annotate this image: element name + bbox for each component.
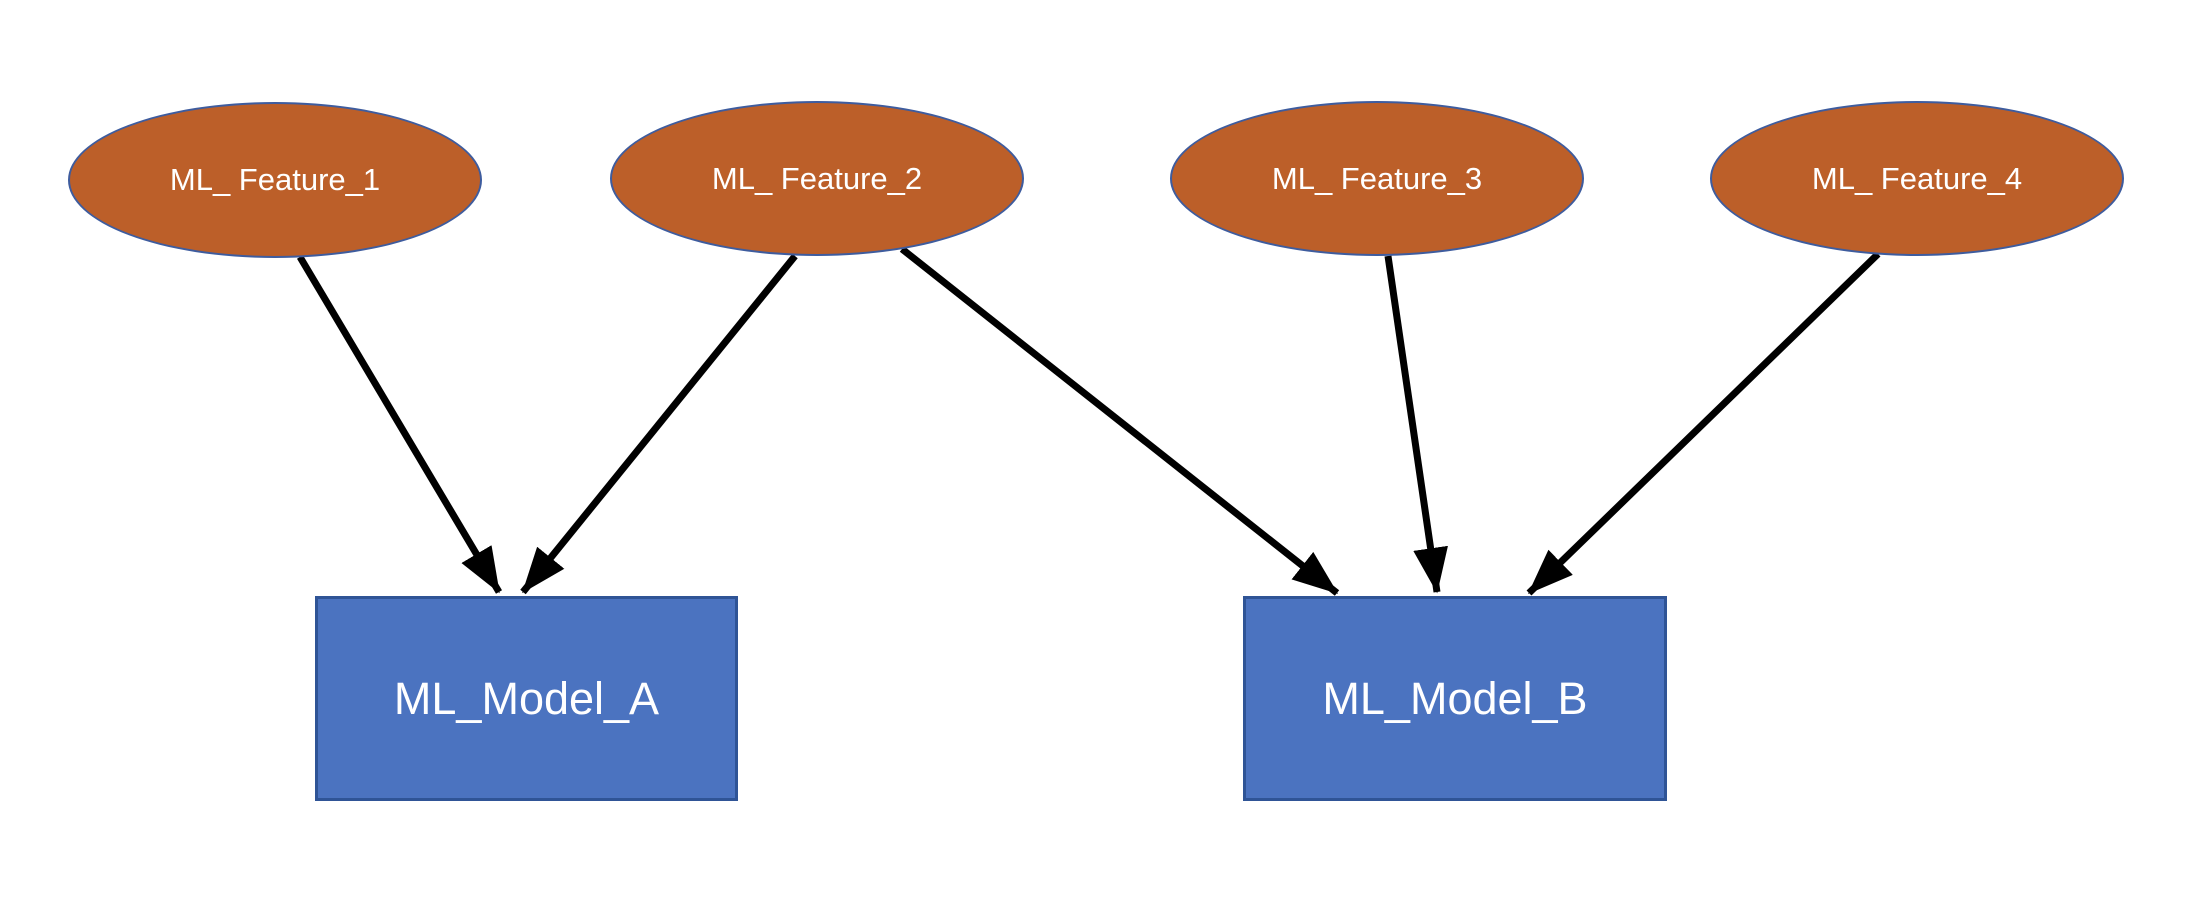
edge-arrow-feature2-to-modelA xyxy=(520,253,798,595)
node-label-ml-model-a: ML_Model_A xyxy=(393,672,660,724)
node-label-ml-feature-2: ML_ Feature_2 xyxy=(711,160,923,196)
node-ml-model-b: ML_Model_B xyxy=(1243,596,1667,801)
node-ml-feature-2: ML_ Feature_2 xyxy=(610,101,1024,256)
edge-arrow-feature3-to-modelB xyxy=(1384,255,1448,594)
node-ml-feature-1: ML_ Feature_1 xyxy=(68,102,482,258)
node-label-ml-feature-3: ML_ Feature_3 xyxy=(1271,160,1483,196)
node-label-ml-model-b: ML_Model_B xyxy=(1322,672,1588,724)
edge-arrow-feature1-to-modelA xyxy=(296,255,503,594)
node-ml-feature-4: ML_ Feature_4 xyxy=(1710,101,2124,256)
node-ml-model-a: ML_Model_A xyxy=(315,596,738,801)
edge-arrow-feature2-to-modelB xyxy=(899,246,1340,596)
node-label-ml-feature-1: ML_ Feature_1 xyxy=(169,162,381,197)
node-ml-feature-3: ML_ Feature_3 xyxy=(1170,101,1584,256)
node-label-ml-feature-4: ML_ Feature_4 xyxy=(1811,160,2023,196)
edge-arrow-feature4-to-modelB xyxy=(1526,251,1881,596)
